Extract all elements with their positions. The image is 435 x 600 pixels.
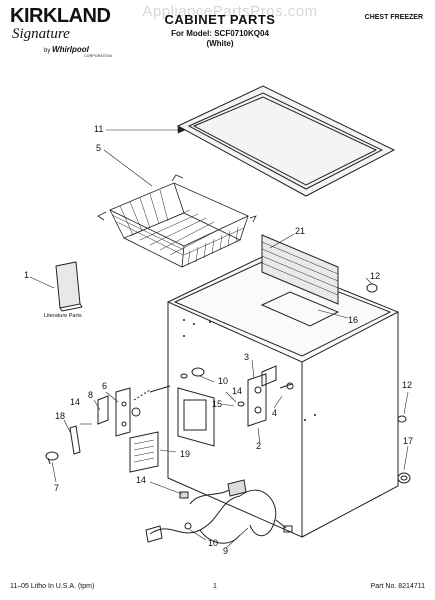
callout-14: 14: [232, 386, 243, 396]
callout-18: 18: [55, 411, 66, 421]
whirlpool-logo: Whirlpool: [52, 45, 89, 54]
callout-17: 17: [403, 436, 414, 446]
callout-8: 8: [88, 390, 94, 400]
thermostat-drawing: [247, 365, 294, 427]
literature-drawing: [55, 261, 83, 312]
brand-corporation: CORPORATION: [84, 54, 112, 58]
strip-drawing: [69, 425, 81, 455]
callout-14b: 14: [70, 397, 81, 407]
callout-1: 1: [24, 270, 30, 280]
brand-kirkland: KIRKLAND: [10, 5, 111, 27]
callout-5: 5: [96, 143, 102, 153]
callout-4: 4: [272, 408, 278, 418]
callout-21: 21: [295, 226, 306, 236]
page-title: CABINET PARTS: [164, 12, 276, 27]
callout-6: 6: [102, 381, 108, 391]
product-type: CHEST FREEZER: [364, 14, 423, 21]
callout-9: 9: [223, 546, 229, 556]
callout-19: 19: [180, 449, 191, 459]
callout-15: 15: [212, 399, 223, 409]
literature-parts-label: Literature Parts: [44, 313, 82, 319]
basket-drawing: [97, 174, 257, 268]
cabinet-drawing: [166, 234, 400, 538]
brand-by-whirlpool: by Whirlpool: [44, 46, 89, 55]
leg-drawing: [45, 451, 59, 465]
leveler-drawing: [366, 283, 378, 293]
grille-drawing: [129, 431, 159, 473]
foot-drawing: [397, 472, 411, 484]
callout-2: 2: [256, 441, 262, 451]
footer-litho: 11–05 Litho In U.S.A. (tpm): [10, 583, 95, 590]
drain-drawing: [149, 367, 245, 407]
watermark: AppliancePartsPros.com: [142, 3, 318, 20]
callout-11: 11: [94, 124, 104, 134]
callout-10b: 10: [208, 538, 219, 548]
callout-7: 7: [54, 483, 60, 493]
footer-part-number: Part No. 8214711: [370, 583, 425, 590]
callout-12b: 12: [402, 380, 413, 390]
footer-page-number: 1: [213, 583, 217, 590]
callout-16: 16: [348, 315, 359, 325]
model-color: (White): [206, 39, 234, 48]
gasket-drawing: [176, 85, 396, 197]
wiring-harness-drawing: [145, 479, 293, 544]
callout-14c: 14: [136, 475, 147, 485]
brand-signature: Signature: [12, 26, 70, 42]
hinge-bracket-drawing: [97, 387, 151, 437]
leveler-drawing-2: [397, 415, 407, 423]
callout-12: 12: [370, 271, 381, 281]
by-text: by: [44, 48, 51, 54]
callout-10: 10: [218, 376, 229, 386]
model-number: For Model: SCF0710KQ04: [171, 29, 269, 38]
callout-3: 3: [244, 352, 250, 362]
